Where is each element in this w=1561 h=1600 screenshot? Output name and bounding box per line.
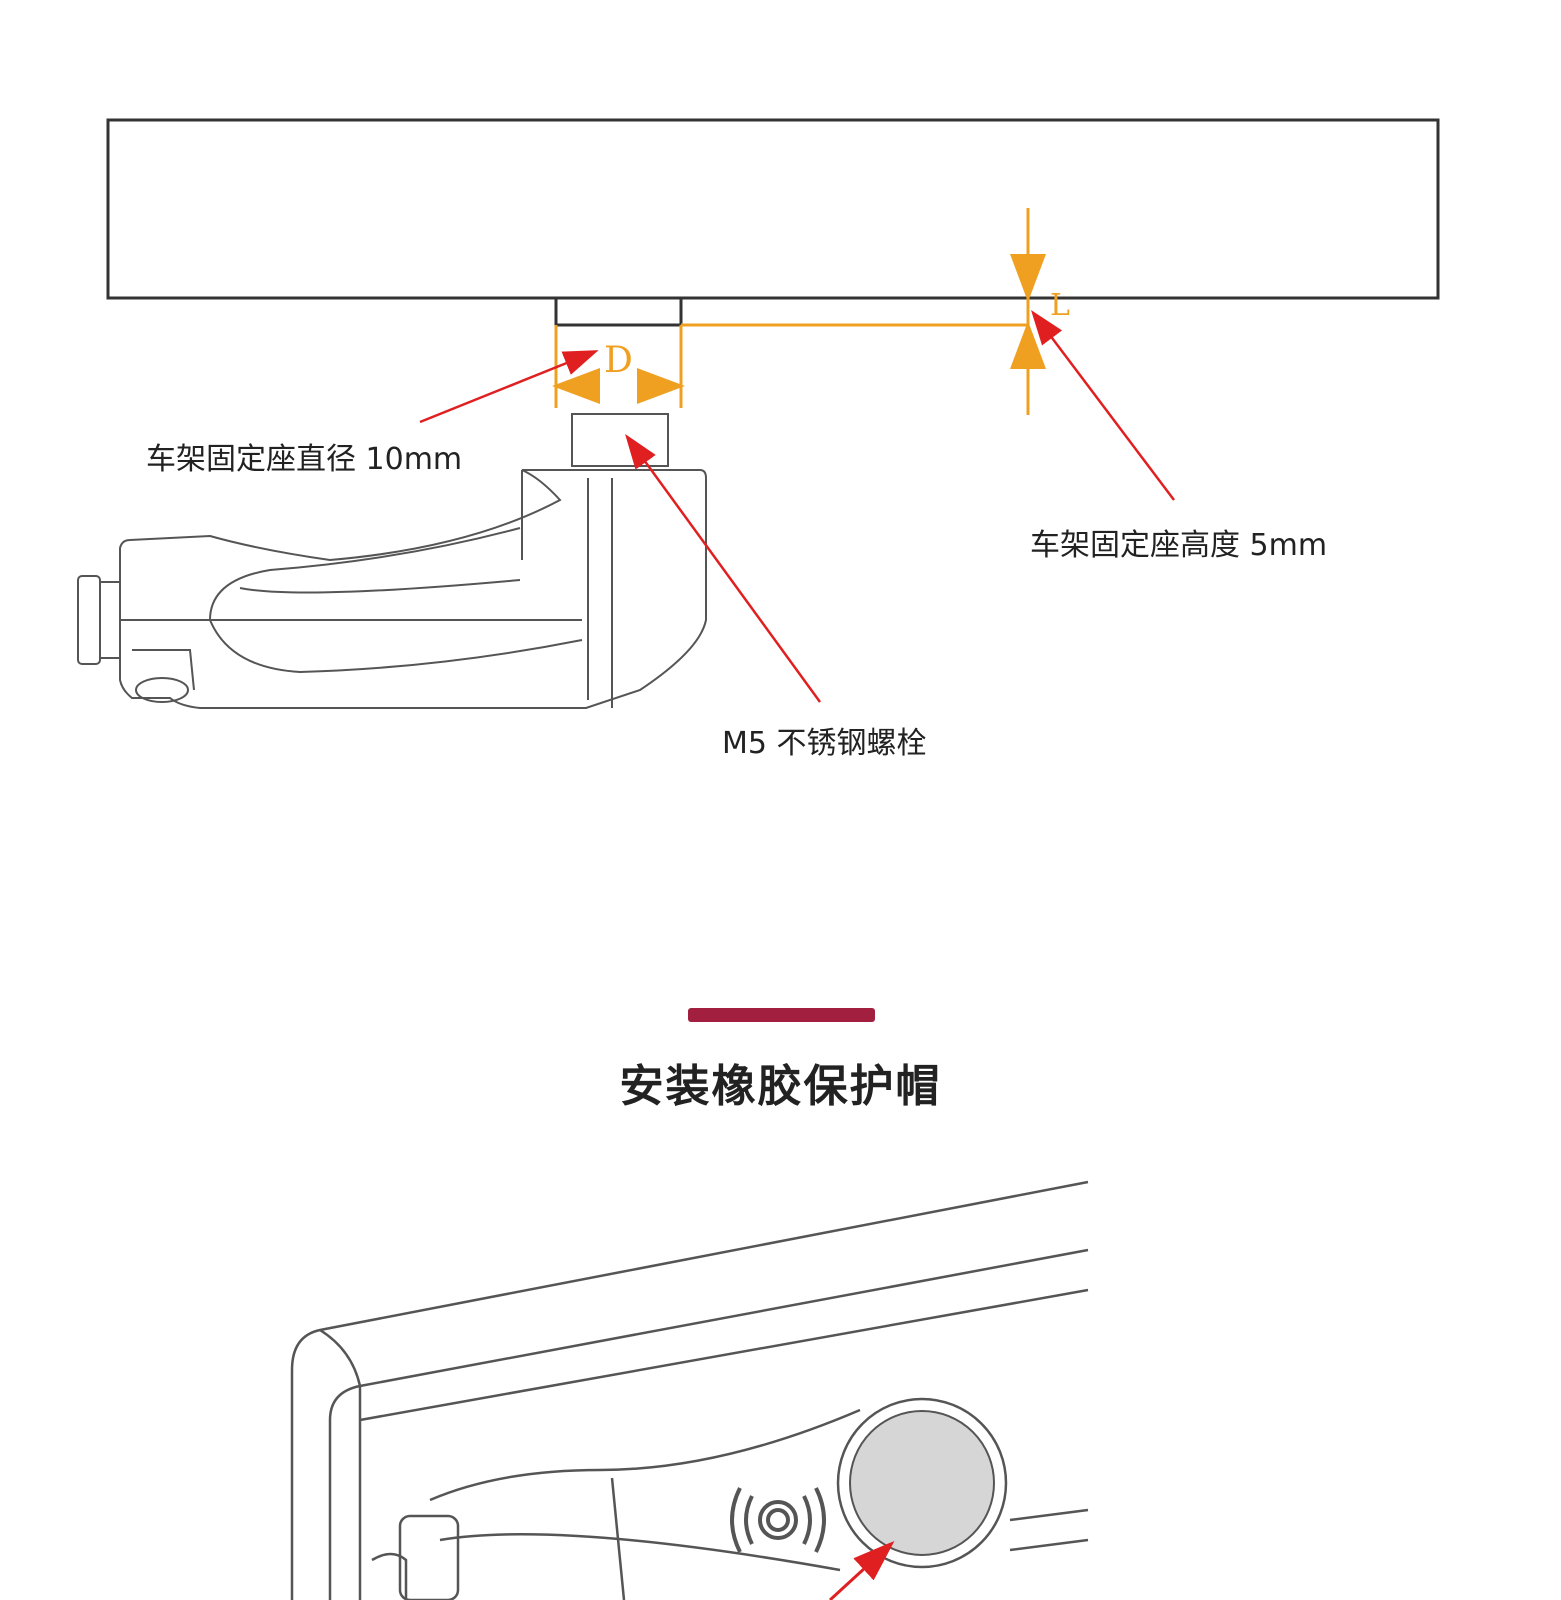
- frame-mount-diameter-label: 车架固定座直径 10mm: [146, 442, 463, 477]
- dimension-l-label: L: [1050, 288, 1070, 323]
- dimension-d-label: D: [604, 340, 633, 381]
- section-title: 安装橡胶保护帽: [619, 1061, 942, 1112]
- rubber-cap: [849, 1410, 995, 1556]
- dimension-lines: [552, 208, 1046, 415]
- rubber-cap-drawing: [290, 1180, 1089, 1600]
- section-accent-bar: [688, 1008, 875, 1022]
- frame-mount-height-label: 车架固定座高度 5mm: [1030, 528, 1328, 563]
- callout-arrows: [419, 310, 1175, 703]
- bolt-head: [571, 413, 669, 467]
- frame-tube: [106, 118, 1440, 300]
- mount-boss: [554, 296, 683, 327]
- cap-callout-arrow: [828, 1540, 895, 1600]
- bracket-drawing: [77, 469, 707, 709]
- bolt-label: M5 不锈钢螺栓: [722, 726, 927, 761]
- nfc-icon: [730, 1487, 826, 1553]
